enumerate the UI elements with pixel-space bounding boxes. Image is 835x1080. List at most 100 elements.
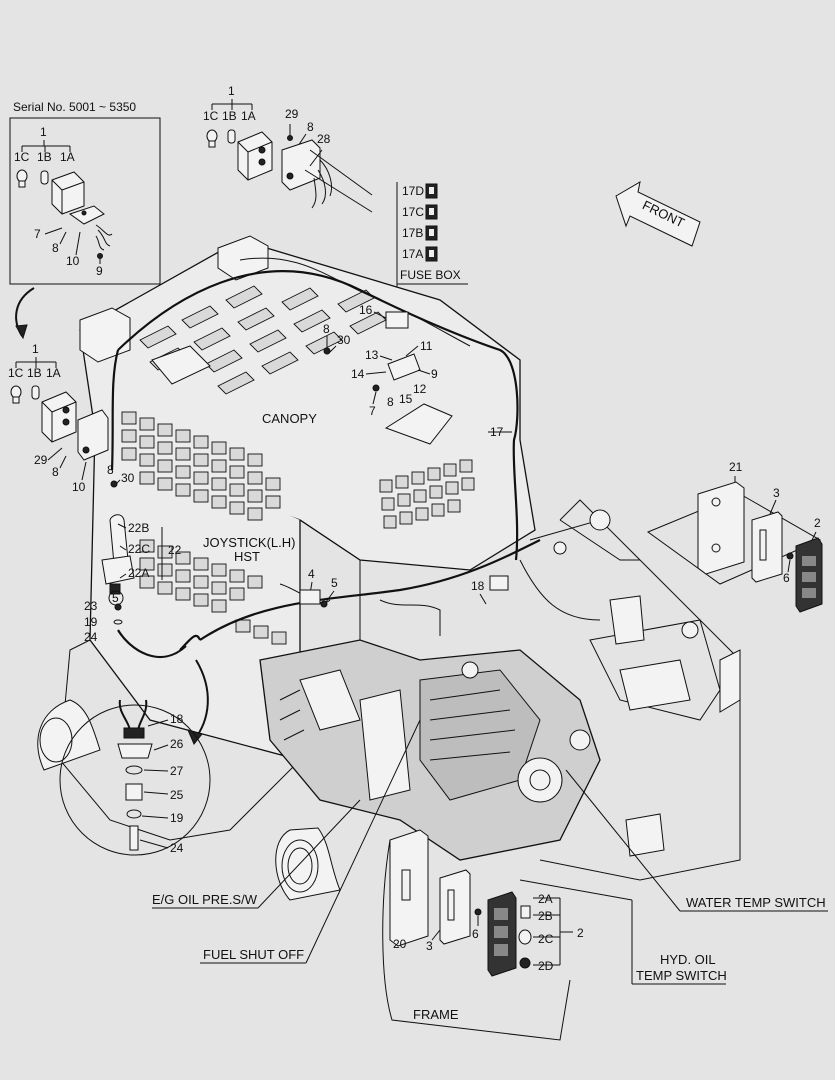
callout-23: 23 xyxy=(84,599,98,613)
work-lamp-icon xyxy=(237,131,273,181)
callout-6: 6 xyxy=(783,571,790,585)
callout-9: 9 xyxy=(96,264,103,278)
callout-24: 24 xyxy=(84,630,98,644)
callout-10: 10 xyxy=(66,254,80,268)
callout-2d: 2D xyxy=(538,959,554,973)
canopy: CANOPY xyxy=(59,235,536,841)
callout-1a: 1A xyxy=(241,109,256,123)
callout-17b: 17B xyxy=(402,226,423,240)
callout-7: 7 xyxy=(34,227,41,241)
top-lamp-assembly: 1 1C 1B 1A 29 8 28 xyxy=(203,84,373,213)
callout-8: 8 xyxy=(307,120,314,134)
callout-1: 1 xyxy=(228,84,235,98)
callout-1c: 1C xyxy=(14,150,30,164)
canopy-label: CANOPY xyxy=(262,411,317,426)
temp-switch-label: TEMP SWITCH xyxy=(636,968,727,983)
door-grille xyxy=(379,459,475,529)
callout-19: 19 xyxy=(170,811,184,825)
callout-22c: 22C xyxy=(128,542,150,556)
callout-10: 10 xyxy=(72,480,86,494)
bulb-icon xyxy=(16,169,49,188)
callout-2b: 2B xyxy=(538,909,553,923)
serial-inset: Serial No. 5001 ~ 5350 1 1C 1B 1A 7 8 10… xyxy=(9,100,161,285)
callout-8: 8 xyxy=(387,395,394,409)
callout-12: 12 xyxy=(413,382,427,396)
bulb-icon xyxy=(10,385,22,399)
callout-1b: 1B xyxy=(37,150,52,164)
callout-17a: 17A xyxy=(402,247,423,261)
callout-2: 2 xyxy=(814,516,821,530)
serial-inset-frame xyxy=(9,117,161,285)
callout-22b: 22B xyxy=(128,521,149,535)
callout-2: 2 xyxy=(577,926,584,940)
callout-1b: 1B xyxy=(27,366,42,380)
wiring-harness xyxy=(110,257,601,651)
callout-4: 4 xyxy=(308,567,315,581)
callout-9: 9 xyxy=(431,367,438,381)
eg-oil-pressure-switch-label: E/G OIL PRE.S/W xyxy=(152,892,258,907)
callout-3: 3 xyxy=(426,939,433,953)
fuse-icon xyxy=(425,183,438,262)
callout-1: 1 xyxy=(40,125,47,139)
callout-22a: 22A xyxy=(128,566,149,580)
callout-26: 26 xyxy=(170,737,184,751)
callout-5: 5 xyxy=(112,591,119,605)
callout-1: 1 xyxy=(32,342,39,356)
joystick-label: JOYSTICK(L.H) xyxy=(203,535,295,550)
callout-13: 13 xyxy=(365,348,379,362)
callout-16: 16 xyxy=(359,303,373,317)
frame-label: FRAME xyxy=(413,1007,459,1022)
callout-7: 7 xyxy=(369,404,376,418)
callout-14: 14 xyxy=(351,367,365,381)
hst-label: HST xyxy=(234,549,260,564)
callout-27: 27 xyxy=(170,764,184,778)
callout-15: 15 xyxy=(399,392,413,406)
canopy-callouts: 8 30 16 11 13 14 9 12 15 8 7 17 xyxy=(323,303,512,439)
callout-19: 19 xyxy=(84,615,98,629)
pressure-switch-detail: 18 26 27 25 19 24 xyxy=(59,659,211,856)
callout-17d: 17D xyxy=(402,184,424,198)
callout-17c: 17C xyxy=(402,205,424,219)
callout-1c: 1C xyxy=(8,366,24,380)
fuel-shut-off-label: FUEL SHUT OFF xyxy=(203,947,304,962)
callout-22: 22 xyxy=(168,543,182,557)
callout-29: 29 xyxy=(34,453,48,467)
engine-frame xyxy=(37,499,741,901)
work-lamp-icon xyxy=(41,391,77,443)
callout-21: 21 xyxy=(729,460,743,474)
callout-3: 3 xyxy=(773,486,780,500)
callout-11: 11 xyxy=(420,339,433,353)
front-direction-arrow: FRONT xyxy=(615,181,701,247)
switch-parts: 4 5 18 xyxy=(299,567,509,608)
callout-1b: 1B xyxy=(222,109,237,123)
callout-29: 29 xyxy=(285,107,299,121)
callout-1a: 1A xyxy=(60,150,75,164)
joystick-assembly: 22B 22C 22 22A JOYSTICK(L.H) HST 5 23 19… xyxy=(84,514,295,659)
callout-25: 25 xyxy=(170,788,184,802)
left-lamp-assembly: 1 1C 1B 1A 29 8 10 8 30 xyxy=(8,342,135,494)
callout-24: 24 xyxy=(170,841,184,855)
work-lamp-icon xyxy=(51,171,105,225)
bulb-icon xyxy=(206,129,218,143)
component-labels: E/G OIL PRE.S/W FUEL SHUT OFF WATER TEMP… xyxy=(152,719,828,985)
serial-number-label: Serial No. 5001 ~ 5350 xyxy=(13,100,136,114)
water-temp-switch-label: WATER TEMP SWITCH xyxy=(686,895,826,910)
fuse-box-icon xyxy=(385,311,409,329)
callout-28: 28 xyxy=(317,132,331,146)
side-grille xyxy=(121,411,287,645)
callout-8: 8 xyxy=(323,322,330,336)
callout-30: 30 xyxy=(337,333,351,347)
callout-1a: 1A xyxy=(46,366,61,380)
callout-18: 18 xyxy=(471,579,485,593)
lamp-bracket xyxy=(697,481,745,575)
callout-8: 8 xyxy=(52,465,59,479)
callout-8: 8 xyxy=(52,241,59,255)
callout-5: 5 xyxy=(331,576,338,590)
fuse-box-label: FUSE BOX xyxy=(400,268,461,282)
callout-30: 30 xyxy=(121,471,135,485)
callout-2c: 2C xyxy=(538,932,554,946)
callout-8: 8 xyxy=(107,463,114,477)
callout-2a: 2A xyxy=(538,892,553,906)
